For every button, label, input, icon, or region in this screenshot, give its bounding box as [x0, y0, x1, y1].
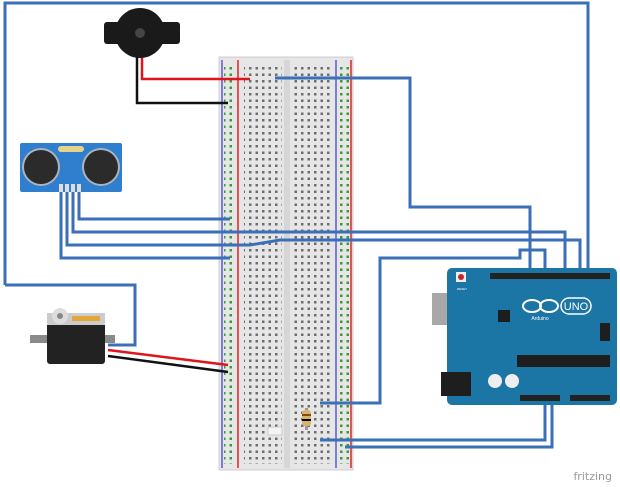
- breadboard: [218, 56, 354, 471]
- wire-sensor-gnd: [59, 192, 230, 260]
- wire-buzzer-signal: [275, 76, 532, 272]
- left-power-rail: [224, 64, 236, 464]
- analog-header: [570, 395, 610, 401]
- power-header: [520, 395, 560, 401]
- rail-line-red: [350, 60, 352, 468]
- board-model-label: UNO: [564, 301, 589, 313]
- rail-line-blue: [221, 60, 223, 468]
- digital-header: [490, 273, 610, 279]
- arduino-uno-board[interactable]: UNO Arduino RESET: [432, 268, 617, 405]
- reset-label: RESET: [457, 287, 467, 291]
- left-terminal-strip: [244, 64, 282, 464]
- center-divider: [284, 60, 290, 468]
- wire-gnd-1: [320, 393, 547, 442]
- servo-ground-wire: [107, 354, 229, 374]
- atmega-chip: [517, 355, 610, 367]
- wire-gnd-2: [345, 393, 554, 449]
- rail-line-blue: [335, 60, 337, 468]
- wire-led-signal: [320, 248, 547, 405]
- right-power-rail: [338, 64, 350, 464]
- wire-sensor-echo: [65, 192, 582, 272]
- resistor: [302, 408, 311, 430]
- piezo-buzzer: [104, 8, 250, 105]
- fritzing-watermark: fritzing: [573, 470, 612, 483]
- rail-line-red: [237, 60, 239, 468]
- wire-sensor-vcc: [77, 192, 230, 221]
- led: [267, 426, 283, 436]
- wire-sensor-trig: [71, 192, 567, 272]
- board-brand-label: Arduino: [531, 316, 548, 322]
- wire-servo-signal: [5, 283, 137, 347]
- wire-top-loop: [3, 1, 590, 285]
- power-jack: [441, 372, 471, 396]
- ultrasonic-sensor: [20, 143, 122, 192]
- servo-motor: [30, 308, 229, 374]
- icsp-header: [600, 323, 610, 341]
- servo-power-wire: [107, 348, 229, 367]
- buzzer-power-wire: [140, 55, 250, 81]
- buzzer-ground-wire: [135, 55, 228, 105]
- right-terminal-strip: [293, 64, 331, 464]
